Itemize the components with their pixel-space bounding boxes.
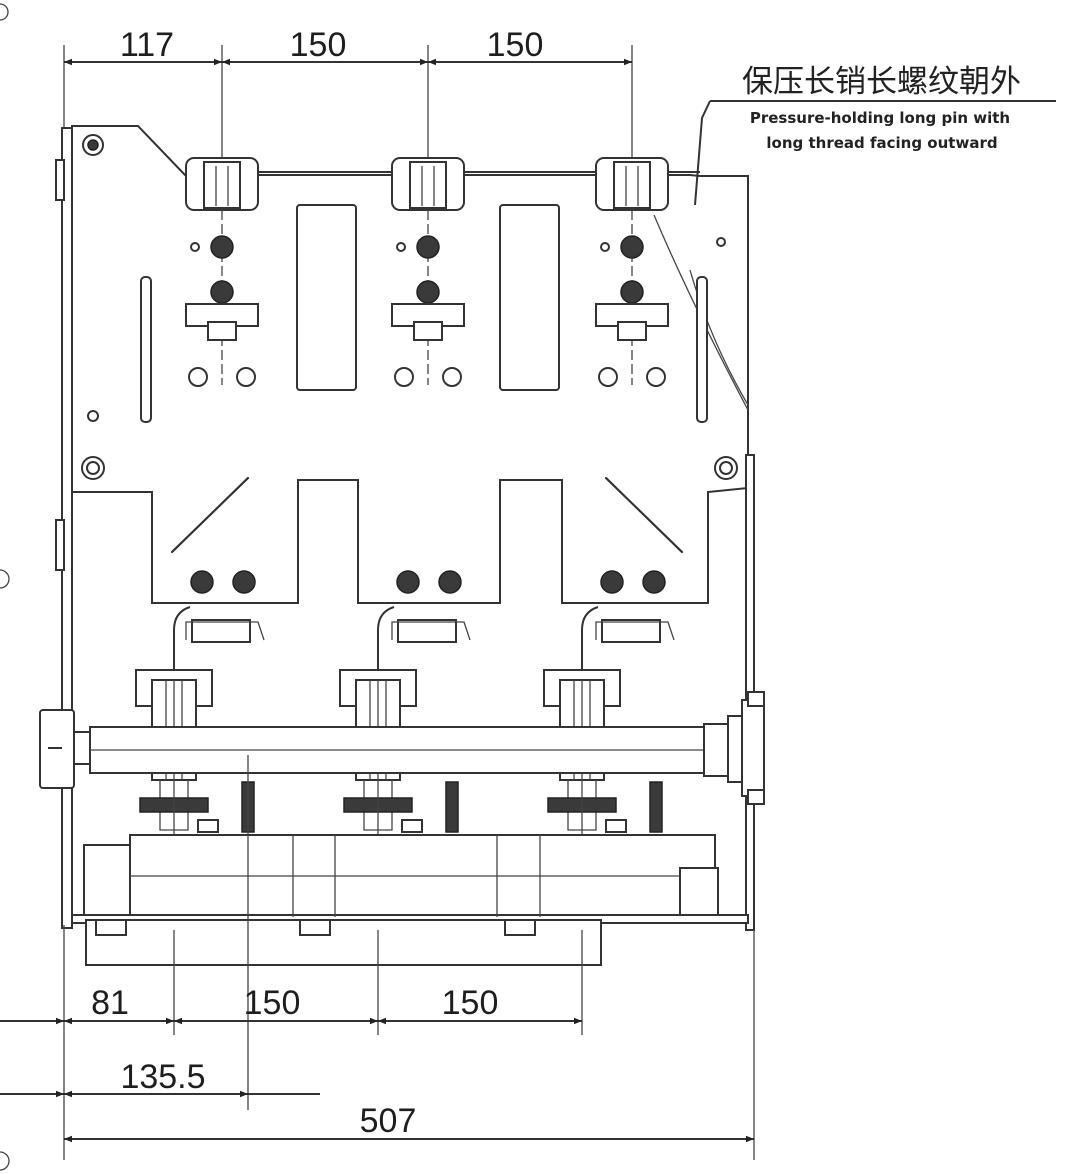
link-rod	[581, 606, 599, 680]
nut	[416, 280, 440, 304]
bolt	[442, 367, 462, 387]
dim-bottom-150-b: 150	[442, 984, 499, 1022]
bolt	[236, 367, 256, 387]
clip	[397, 619, 457, 643]
annotation-english-line2: long thread facing outward	[766, 134, 997, 152]
bottom-dimensions: 81 150 150 135.5 507	[0, 755, 755, 1160]
bolt	[396, 570, 420, 594]
bolt	[394, 367, 414, 387]
stud	[649, 781, 663, 833]
dim-bottom-135-5: 135.5	[120, 1058, 205, 1096]
bolt	[600, 570, 624, 594]
nut	[210, 235, 234, 259]
main-shaft	[39, 691, 765, 805]
annotation: 保压长销长螺纹朝外 Pressure-holding long pin with…	[694, 64, 1056, 206]
bolt	[188, 367, 208, 387]
stud	[445, 781, 459, 833]
bolt	[232, 570, 256, 594]
link-rod	[173, 606, 191, 680]
clip	[601, 619, 661, 643]
annotation-chinese: 保压长销长螺纹朝外	[742, 64, 1021, 100]
bolt	[438, 570, 462, 594]
nut	[210, 280, 234, 304]
margin-marks	[0, 3, 10, 1171]
link-rod	[377, 606, 395, 680]
dim-top-150-a: 150	[290, 26, 347, 64]
bolt	[598, 367, 618, 387]
bolt	[646, 367, 666, 387]
nut	[620, 280, 644, 304]
dim-bottom-150-a: 150	[244, 984, 301, 1022]
clip	[191, 619, 251, 643]
top-dimensions: 117 150 150	[63, 26, 633, 160]
bolt	[190, 570, 214, 594]
base-assembly	[71, 834, 749, 966]
dim-overall-507: 507	[360, 1102, 417, 1140]
nut	[620, 235, 644, 259]
bolt	[642, 570, 666, 594]
annotation-english-line1: Pressure-holding long pin with	[750, 109, 1010, 127]
dim-top-117: 117	[120, 26, 174, 64]
nut	[416, 235, 440, 259]
dim-top-150-b: 150	[487, 26, 544, 64]
dim-bottom-81: 81	[91, 984, 129, 1022]
